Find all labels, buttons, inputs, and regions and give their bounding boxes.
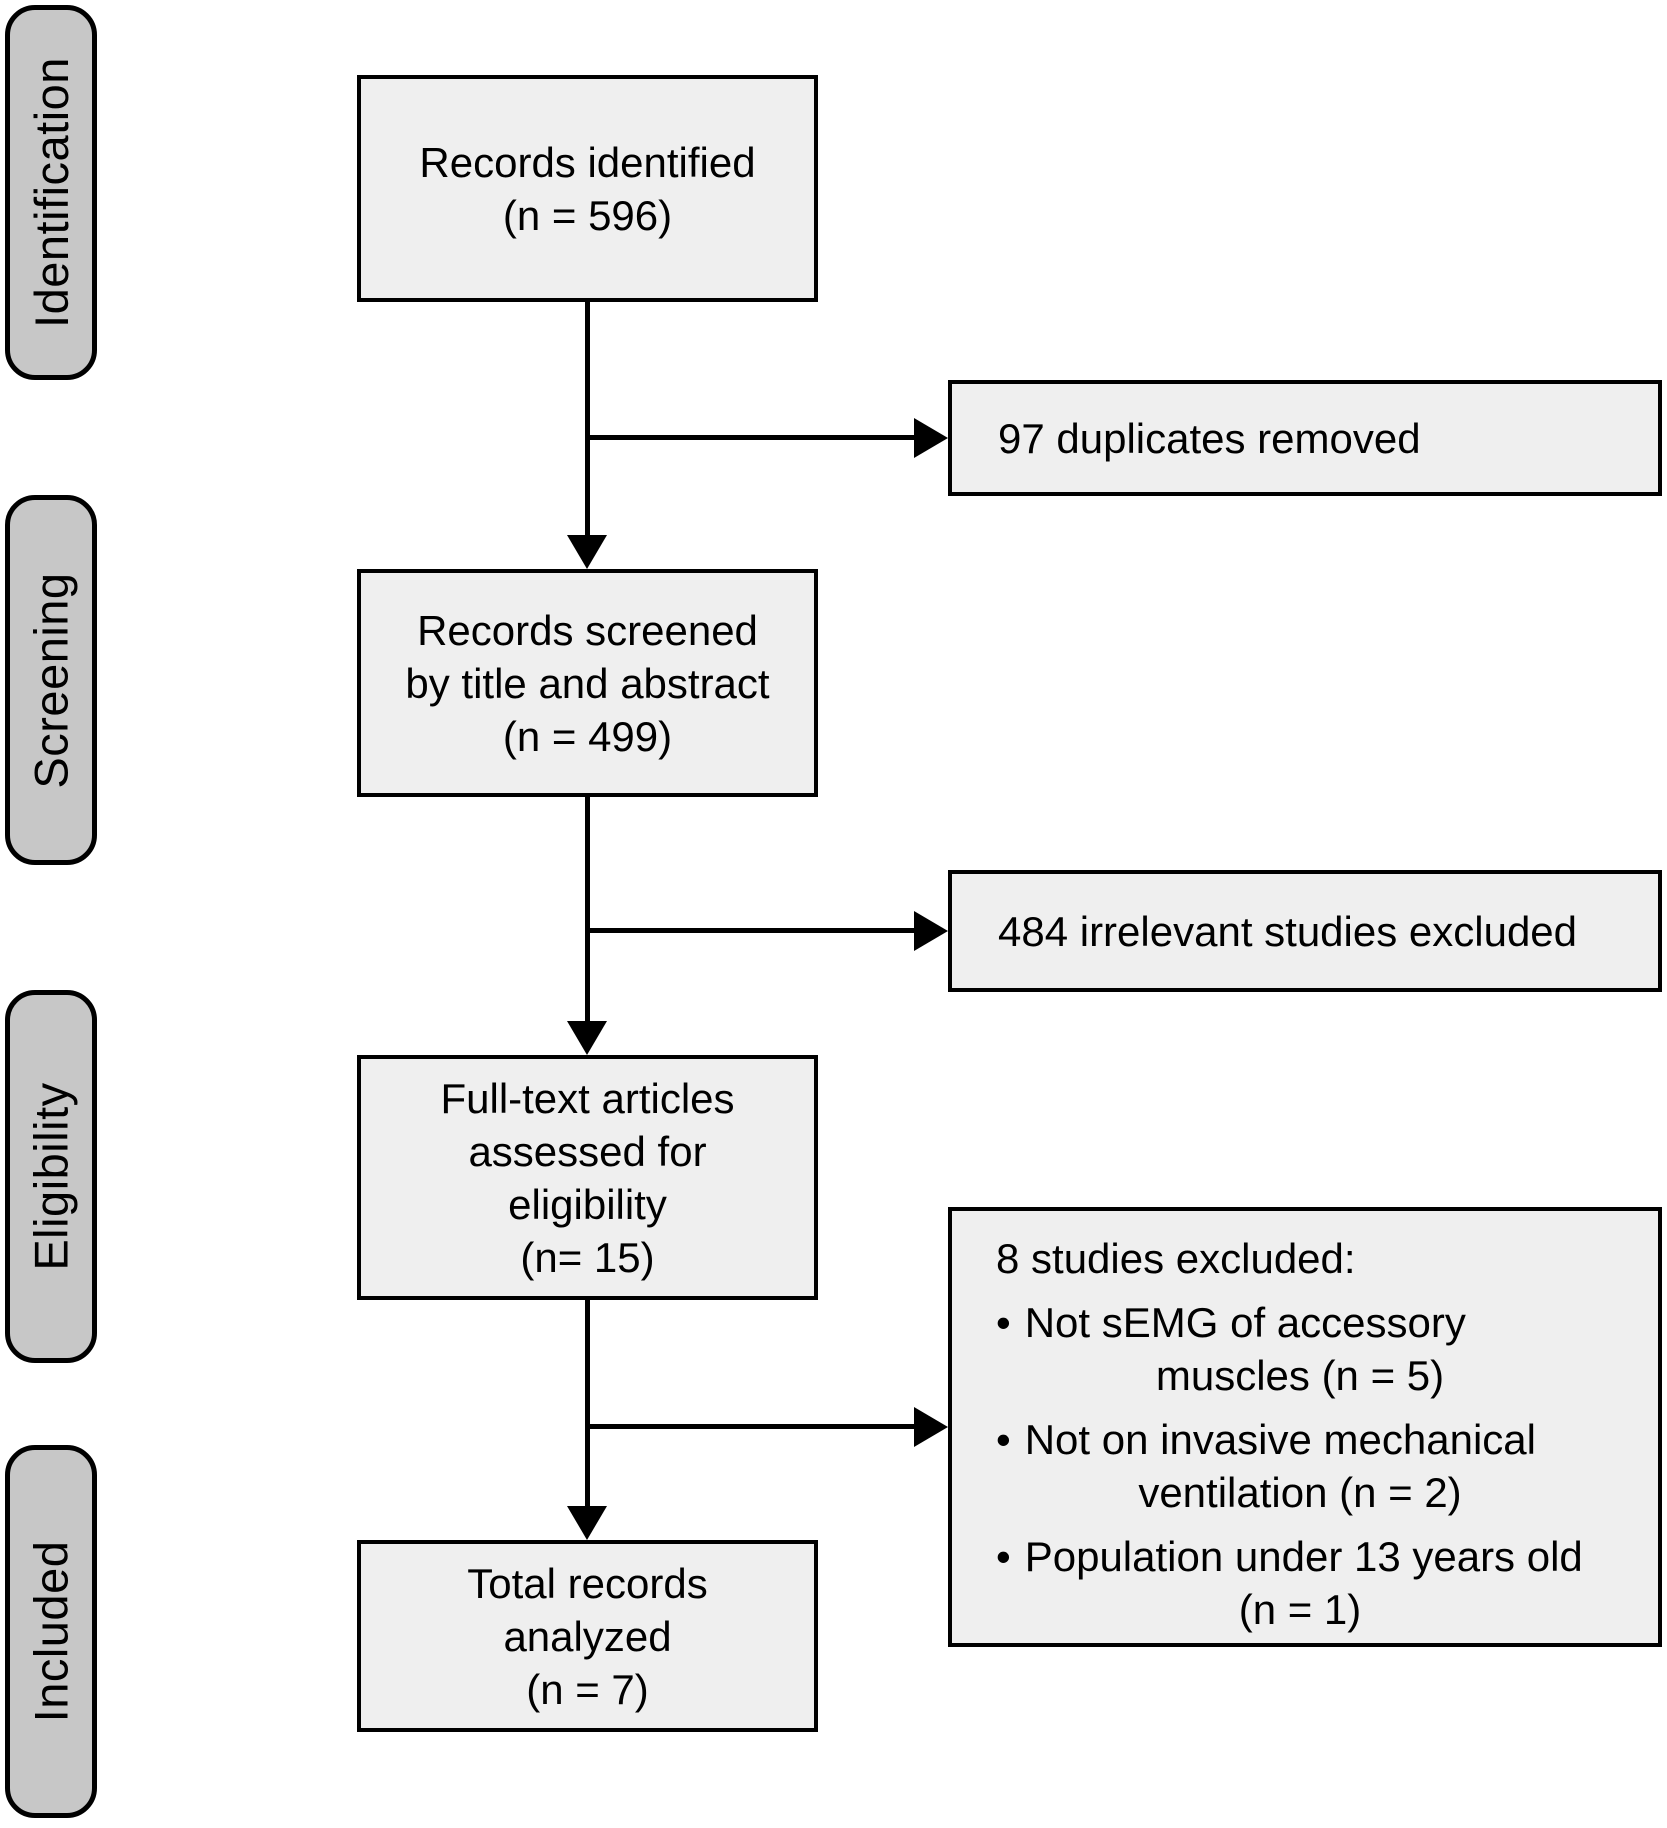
flow-box-count: (n = 7): [526, 1665, 649, 1713]
exclusion-item-text: (n = 1): [1238, 1586, 1362, 1633]
connector-to-irrelevant-excluded: [585, 928, 918, 933]
exclusion-item-text: muscles (n = 5): [1155, 1352, 1445, 1399]
flow-box-text-line: Records identified: [419, 138, 756, 186]
flow-box-fulltext-assessed: Full-text articles assessed for eligibil…: [357, 1055, 818, 1300]
flow-box-text-line: Records screened: [417, 606, 758, 654]
flow-box-text-line: analyzed: [503, 1612, 672, 1660]
arrowhead-right-icon: [914, 911, 948, 951]
bullet-marker: •: [996, 1299, 1011, 1346]
flow-box-text-line: Full-text articles: [440, 1074, 735, 1122]
bullet-marker: •: [996, 1416, 1011, 1463]
stage-included: Included: [5, 1445, 97, 1818]
exclusion-item: • Not on invasive mechanical ventilation …: [952, 1413, 1648, 1519]
stage-eligibility-label: Eligibility: [24, 1082, 78, 1271]
stage-included-label: Included: [24, 1540, 78, 1723]
exclusion-item-text: Not on invasive mechanical: [1024, 1416, 1536, 1463]
side-box-text: 97 duplicates removed: [998, 414, 1421, 462]
side-box-duplicates-removed: 97 duplicates removed: [948, 380, 1662, 496]
flow-box-total-analyzed: Total records analyzed (n = 7): [357, 1540, 818, 1732]
stage-screening: Screening: [5, 495, 97, 865]
arrowhead-down-icon: [567, 1021, 607, 1055]
exclusion-item: • Not sEMG of accessory muscles (n = 5): [952, 1296, 1648, 1402]
arrowhead-down-icon: [567, 535, 607, 569]
flow-box-text-line: Total records: [467, 1559, 708, 1607]
flow-box-text-line: by title and abstract: [405, 659, 770, 707]
connector-screened-to-fulltext: [585, 795, 590, 1025]
connector-fulltext-to-total: [585, 1298, 590, 1510]
exclusion-item-line: • Not on invasive mechanical: [952, 1413, 1648, 1466]
arrowhead-right-icon: [914, 1407, 948, 1447]
stage-identification-label: Identification: [24, 57, 78, 328]
connector-to-duplicates-removed: [585, 435, 918, 440]
arrowhead-right-icon: [914, 418, 948, 458]
flow-box-count: (n = 596): [502, 191, 673, 239]
stage-eligibility: Eligibility: [5, 990, 97, 1363]
bullet-marker: •: [996, 1533, 1011, 1580]
side-box-irrelevant-excluded: 484 irrelevant studies excluded: [948, 870, 1662, 992]
exclusion-item-text: Not sEMG of accessory: [1024, 1299, 1466, 1346]
flow-box-records-screened: Records screened by title and abstract (…: [357, 569, 818, 797]
arrowhead-down-icon: [567, 1506, 607, 1540]
exclusion-list-title: 8 studies excluded:: [996, 1235, 1356, 1282]
connector-to-studies-excluded: [585, 1424, 918, 1429]
stage-screening-label: Screening: [24, 571, 78, 789]
exclusion-item-line: • Not sEMG of accessory: [952, 1296, 1648, 1349]
connector-identified-to-screened: [585, 300, 590, 540]
exclusion-item-line: • Population under 13 years old: [952, 1530, 1648, 1583]
stage-identification: Identification: [5, 5, 97, 380]
exclusion-item: • Population under 13 years old (n = 1): [952, 1530, 1648, 1636]
exclusion-item-text: ventilation (n = 2): [1138, 1469, 1462, 1516]
flow-box-text-line: assessed for: [468, 1127, 707, 1175]
flow-box-count: (n= 15): [520, 1233, 655, 1281]
side-box-studies-excluded: 8 studies excluded: • Not sEMG of accesso…: [948, 1207, 1662, 1647]
exclusion-item-text: Population under 13 years old: [1024, 1533, 1583, 1580]
flow-box-text-line: eligibility: [508, 1180, 667, 1228]
side-box-text: 484 irrelevant studies excluded: [998, 907, 1578, 955]
flow-box-count: (n = 499): [502, 712, 673, 760]
flow-box-records-identified: Records identified (n = 596): [357, 75, 818, 302]
